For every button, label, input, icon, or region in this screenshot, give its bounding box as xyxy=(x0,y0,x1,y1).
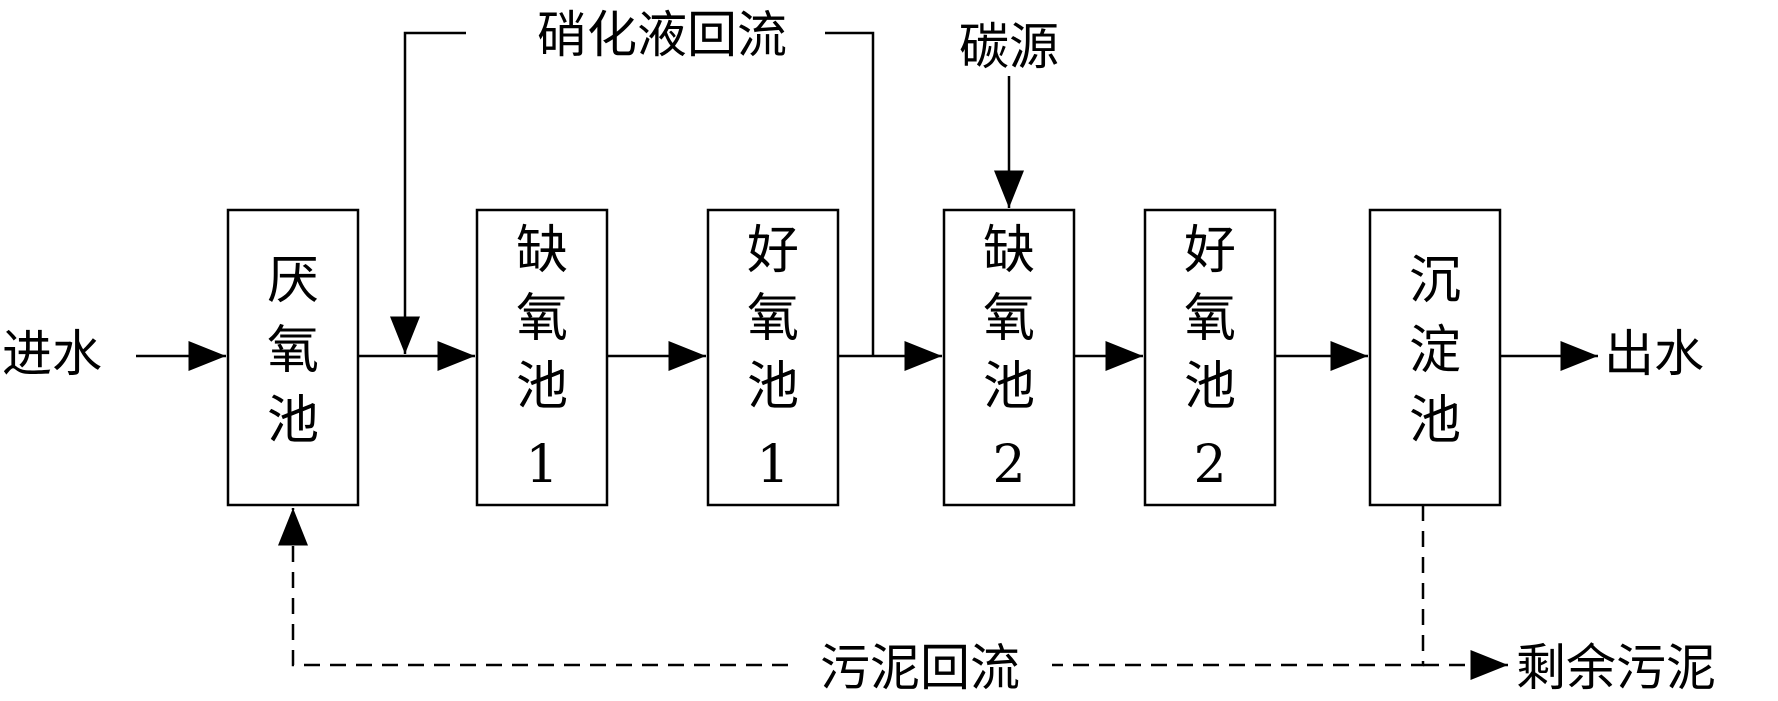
inflow-label: 进水 xyxy=(2,325,102,383)
nitrified-recycle-line-right xyxy=(825,31,875,356)
svg-text:氧: 氧 xyxy=(983,289,1035,349)
svg-text:沉: 沉 xyxy=(1409,251,1461,311)
settling-tank-label: 沉 淀 池 xyxy=(1409,251,1461,451)
aerobic-tank-2-label: 好 氧 池 2 xyxy=(1184,221,1236,495)
svg-text:氧: 氧 xyxy=(1184,289,1236,349)
svg-text:池: 池 xyxy=(1409,391,1461,451)
carbon-source-label: 碳源 xyxy=(959,18,1059,76)
svg-text:厌: 厌 xyxy=(267,251,319,311)
svg-text:2: 2 xyxy=(992,435,1025,495)
svg-text:池: 池 xyxy=(516,357,568,417)
anaerobic-tank-label: 厌 氧 池 xyxy=(267,251,319,451)
anaerobic-tank-box xyxy=(226,208,360,507)
nitrified-recycle-line-left xyxy=(390,31,466,354)
aerobic-tank-1-box xyxy=(706,208,840,507)
svg-text:1: 1 xyxy=(756,435,789,495)
svg-text:2: 2 xyxy=(1193,435,1226,495)
anoxic-tank-2-label: 缺 氧 池 2 xyxy=(983,221,1035,495)
anoxic-tank-1-box xyxy=(475,208,609,507)
aerobic-tank-2-box xyxy=(1143,208,1277,507)
sludge-recycle-line-right xyxy=(1052,505,1425,667)
svg-text:池: 池 xyxy=(1184,357,1236,417)
sludge-recycle-label: 污泥回流 xyxy=(820,639,1020,696)
svg-text:好: 好 xyxy=(1184,221,1236,281)
svg-text:池: 池 xyxy=(983,357,1035,417)
svg-text:氧: 氧 xyxy=(516,289,568,349)
outflow-label: 出水 xyxy=(1604,325,1704,383)
svg-text:池: 池 xyxy=(747,357,799,417)
svg-text:氧: 氧 xyxy=(747,289,799,349)
aerobic-tank-1-label: 好 氧 池 1 xyxy=(747,221,799,495)
svg-text:1: 1 xyxy=(525,435,558,495)
svg-text:淀: 淀 xyxy=(1409,321,1461,381)
nitrified-recycle-label: 硝化液回流 xyxy=(537,6,787,64)
svg-text:氧: 氧 xyxy=(267,321,319,381)
anoxic-tank-1-label: 缺 氧 池 1 xyxy=(516,221,568,495)
svg-text:池: 池 xyxy=(267,391,319,451)
svg-text:缺: 缺 xyxy=(983,221,1035,281)
sludge-recycle-line-left xyxy=(278,508,788,667)
settling-tank-box xyxy=(1368,208,1502,507)
anoxic-tank-2-box xyxy=(942,208,1076,507)
svg-text:好: 好 xyxy=(747,221,799,281)
svg-text:缺: 缺 xyxy=(516,221,568,281)
excess-sludge-label: 剩余污泥 xyxy=(1516,639,1716,696)
